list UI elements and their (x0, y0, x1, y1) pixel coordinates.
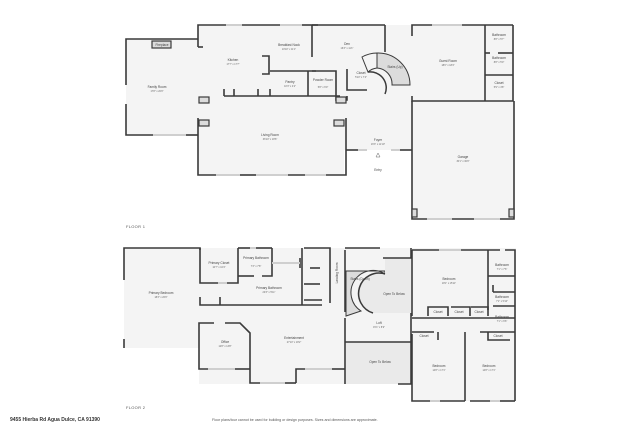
room-label: 20'3" x 5'11" (263, 291, 276, 294)
room-label: 8'8" x 5'0" (494, 61, 505, 64)
disclaimer-text: Floor plans/tour cannot be used for buil… (212, 418, 378, 422)
floor-2-label: FLOOR 2 (126, 405, 146, 410)
room-label: Primary Bathroom (243, 256, 269, 260)
room-label: Entertainment (284, 336, 304, 340)
room-label: 14'8" x 17'1" (482, 369, 495, 372)
room-label: Pantry (285, 80, 295, 84)
room-label: 27'10" x 18'2" (287, 341, 302, 344)
room-label: Closet (474, 310, 483, 314)
room-label: 7'3" x 7'8" (251, 265, 262, 268)
room-label: Family Room (148, 85, 167, 89)
room-label: 5'10" x 7'4" (355, 76, 367, 79)
room-label: Landing Room (335, 262, 339, 283)
room-label: Fireplace (155, 43, 168, 47)
room-label: Den (344, 42, 350, 46)
room-label: 36'10" x 18'6" (263, 138, 278, 141)
room-label: 15'1" x 8'9" (373, 326, 385, 329)
room-label: 16'3" x 11'10" (371, 143, 385, 146)
property-address: 9455 Hierba Rd Agua Dulce, CA 91390 (10, 417, 100, 423)
floor-1: Fireplace Family Room 17'8" x 20'0" Kitc… (125, 24, 515, 220)
stairs-down (345, 269, 386, 317)
room-label: 10'7" x 10'4" (212, 266, 225, 269)
fireplace (151, 40, 172, 49)
room-label: 30'1" x 30'0" (456, 160, 469, 163)
room-label: Primary Closet (209, 261, 230, 265)
room-label: Bedroom (433, 364, 446, 368)
room-label: 5'8" x 6'0" (318, 86, 329, 89)
room-label: 10'10" x 11'1" (282, 48, 296, 51)
room-label: Living Room (261, 133, 279, 137)
room-label: 14'8" x 17'1" (432, 369, 445, 372)
room-label: 8'8" x 5'7" (494, 38, 505, 41)
room-label: 12'8" x 13'8" (218, 345, 231, 348)
room-label: Bathroom (495, 263, 509, 267)
room-label: Closet (419, 334, 428, 338)
stairs-up (376, 52, 411, 86)
room-label: Primary Bedroom (149, 291, 174, 295)
room-label: Breakfast Nook (278, 43, 300, 47)
room-label: Closet (433, 310, 442, 314)
room-label: Powder Room (313, 78, 334, 82)
room-label: Stairs (Down) (350, 277, 369, 281)
room-label: Bathroom (495, 315, 509, 319)
room-label: Stairs (Up) (387, 65, 402, 69)
room-label: Bathroom (492, 33, 506, 37)
room-label: Bathroom (495, 295, 509, 299)
room-label: Entry (374, 168, 382, 172)
room-label: Foyer (374, 138, 383, 142)
room-label: Closet (494, 81, 503, 85)
room-label: 18'3" x 26'0" (154, 296, 167, 299)
room-label: Closet (454, 310, 463, 314)
room-label: Garage (458, 155, 469, 159)
entry-arrow-icon (375, 152, 381, 158)
room-label: 7'1" x 5'10" (496, 300, 508, 303)
floor-2: Primary Bedroom 18'3" x 26'0" Primary Cl… (123, 247, 516, 402)
room-label: Kitchen (228, 58, 239, 62)
room-label: 17'7" x 17'7" (226, 63, 239, 66)
room-label: Closet (493, 334, 502, 338)
room-label: 7'1" x 6'6" (497, 320, 508, 323)
room-label: Closet (356, 71, 365, 75)
room-label: Bedroom (483, 364, 496, 368)
room-label: 18'1" x 15'11" (442, 282, 456, 285)
room-label: Open To Below (369, 360, 391, 364)
room-label: Bathroom (492, 56, 506, 60)
room-label: Office (221, 340, 229, 344)
room-label: 7'1" x 7'6" (497, 268, 508, 271)
room-label: Loft (376, 321, 381, 325)
room-label: Primary Bathroom (256, 286, 282, 290)
room-label: Guest Room (439, 59, 457, 63)
room-label: Bedroom (443, 277, 456, 281)
room-label: Open To Below (383, 292, 405, 296)
room-label: 10'3" x 4'2" (284, 85, 296, 88)
room-label: 16'3" x 11'1" (341, 47, 354, 50)
floor-1-label: FLOOR 1 (126, 224, 146, 229)
room-label: 18'0" x 18'4" (441, 64, 454, 67)
room-label: 5'9" x 4'8" (494, 86, 505, 89)
room-label: 17'8" x 20'0" (150, 90, 163, 93)
